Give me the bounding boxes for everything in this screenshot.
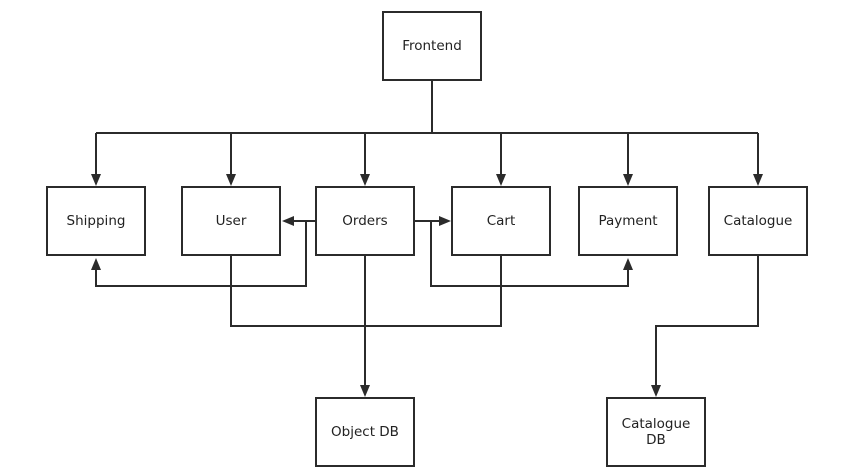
arrowhead-user-right [282,216,294,226]
arrowhead-shipping-top [91,174,101,186]
node-label: User [215,213,247,229]
arrowhead-cataloguedb-top [651,385,661,397]
node-label: Frontend [402,38,462,54]
node-cart: Cart [451,186,551,256]
node-catalogue-db: Catalogue DB [606,397,706,467]
arrowhead-payment-bottom [623,258,633,270]
node-label: Cart [486,213,516,229]
node-label: Object DB [331,424,399,440]
node-label-line1: Catalogue [621,416,691,432]
node-frontend: Frontend [382,11,482,81]
arrowhead-catalogue-top [753,174,763,186]
node-catalogue: Catalogue [708,186,808,256]
node-user: User [181,186,281,256]
arrowhead-user-top [226,174,236,186]
node-payment: Payment [578,186,678,256]
arrowhead-objectdb-top [360,385,370,397]
edge-catalogue-cataloguedb [655,256,759,387]
arrowhead-orders-top [360,174,370,186]
node-label: Catalogue [723,213,793,229]
arrowhead-shipping-bottom [91,258,101,270]
node-label: Orders [342,213,388,229]
node-shipping: Shipping [46,186,146,256]
node-label: Shipping [66,213,126,229]
node-label-line2: DB [646,432,666,448]
node-label: Payment [598,213,658,229]
arrowhead-cart-left [439,216,451,226]
edge-orders-payment [430,221,629,287]
arrowhead-payment-top [623,174,633,186]
arrowhead-cart-top [496,174,506,186]
edge-orders-shipping [95,221,307,287]
node-object-db: Object DB [315,397,415,467]
node-orders: Orders [315,186,415,256]
